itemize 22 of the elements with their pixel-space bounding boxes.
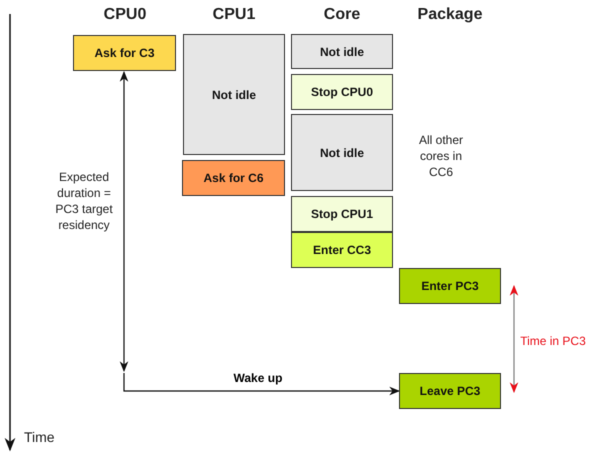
column-header: Core [322, 6, 362, 24]
state-box: Stop CPU0 [291, 74, 393, 110]
arrow [123, 373, 400, 396]
arrow [120, 70, 128, 372]
state-box: Enter CC3 [291, 232, 393, 268]
edge-label: Expected duration = PC3 target residency [54, 169, 114, 233]
column-header: Package [416, 6, 484, 24]
state-box: Leave PC3 [399, 373, 501, 409]
state-box: Ask for C3 [73, 35, 176, 71]
state-box: Not idle [183, 34, 285, 155]
column-header: CPU1 [212, 6, 256, 24]
state-box: Ask for C6 [182, 160, 285, 196]
state-box: Not idle [291, 34, 393, 69]
state-box: Stop CPU1 [291, 196, 393, 232]
arrow [510, 284, 518, 394]
column-header: CPU0 [102, 6, 148, 24]
axis-label: Time [24, 429, 56, 445]
edge-label: Wake up [232, 371, 284, 385]
state-box: Not idle [291, 114, 393, 191]
state-box: Enter PC3 [399, 268, 501, 304]
note-text: All other cores in CC6 [418, 132, 464, 180]
edge-label: Time in PC3 [519, 333, 587, 349]
